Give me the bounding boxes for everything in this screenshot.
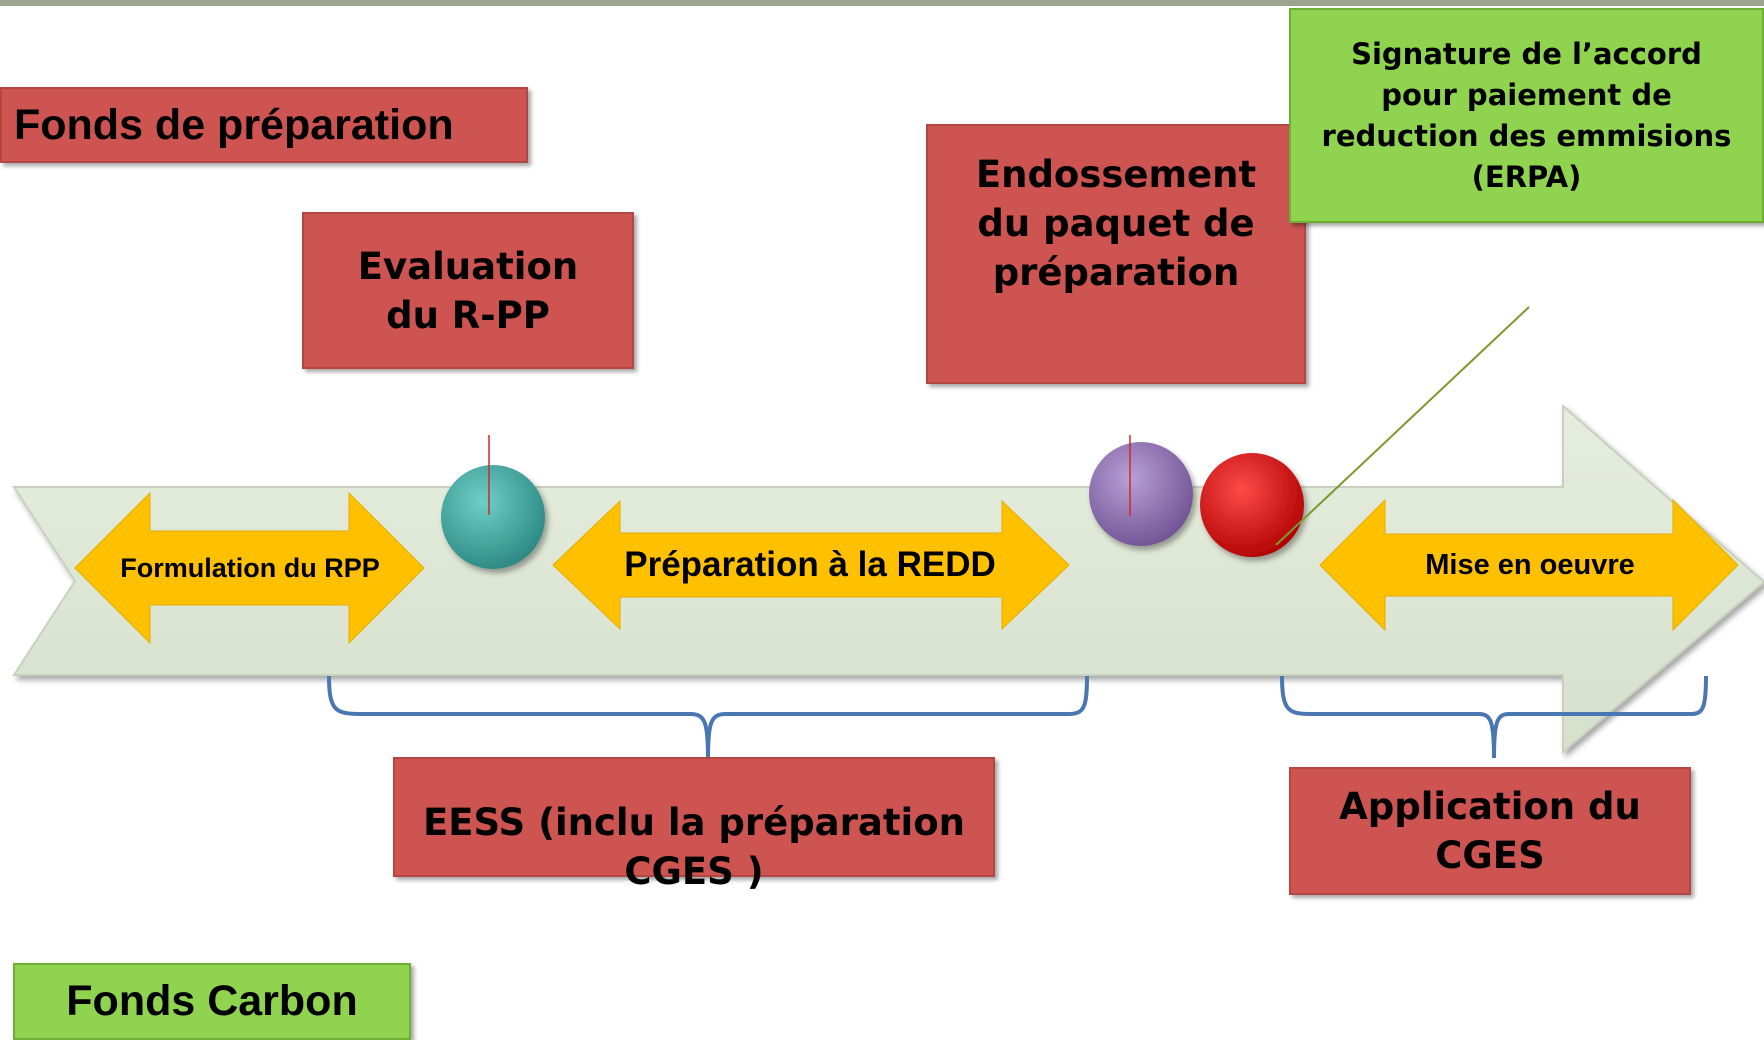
eess-brace [327,675,1089,759]
formulation-label: Formulation du RPP [120,553,380,583]
fonds-preparation-label: Fonds de préparation [14,100,454,149]
evaluation-milestone-circle [441,465,545,569]
endossement-milestone-circle [1089,442,1193,546]
endossement-label: Endossement du paquet de préparation [975,153,1257,294]
fonds-carbon-label: Fonds Carbon [66,977,358,1025]
mise-en-oeuvre-double-arrow [1319,498,1739,632]
eess-box: EESS (inclu la préparation CGES ) [393,757,995,893]
mise-en-oeuvre-label: Mise en oeuvre [1425,548,1635,581]
evaluation-label: Evaluation du R-PP [357,244,579,337]
signature-label: Signature de l’accord pour paiement de r… [1321,36,1732,194]
cges-box: Application du CGES [1289,767,1691,895]
fonds-preparation-box: Fonds de préparation [0,87,528,163]
cges-label: Application du CGES [1339,785,1641,877]
eess-label: EESS (inclu la préparation CGES ) [423,801,965,893]
signature-milestone-circle [1200,453,1304,557]
evaluation-box: Evaluation du R-PP [302,212,634,369]
preparation-label: Préparation à la REDD [624,545,996,584]
preparation-double-arrow [552,499,1070,631]
cges-brace [1280,675,1708,759]
formulation-double-arrow [74,491,425,645]
top-edge-strip [0,0,1764,6]
signature-connector-line [1275,306,1530,546]
fonds-carbon-box: Fonds Carbon [13,963,411,1040]
signature-box: Signature de l’accord pour paiement de r… [1289,8,1764,223]
endossement-box: Endossement du paquet de préparation [926,124,1306,384]
